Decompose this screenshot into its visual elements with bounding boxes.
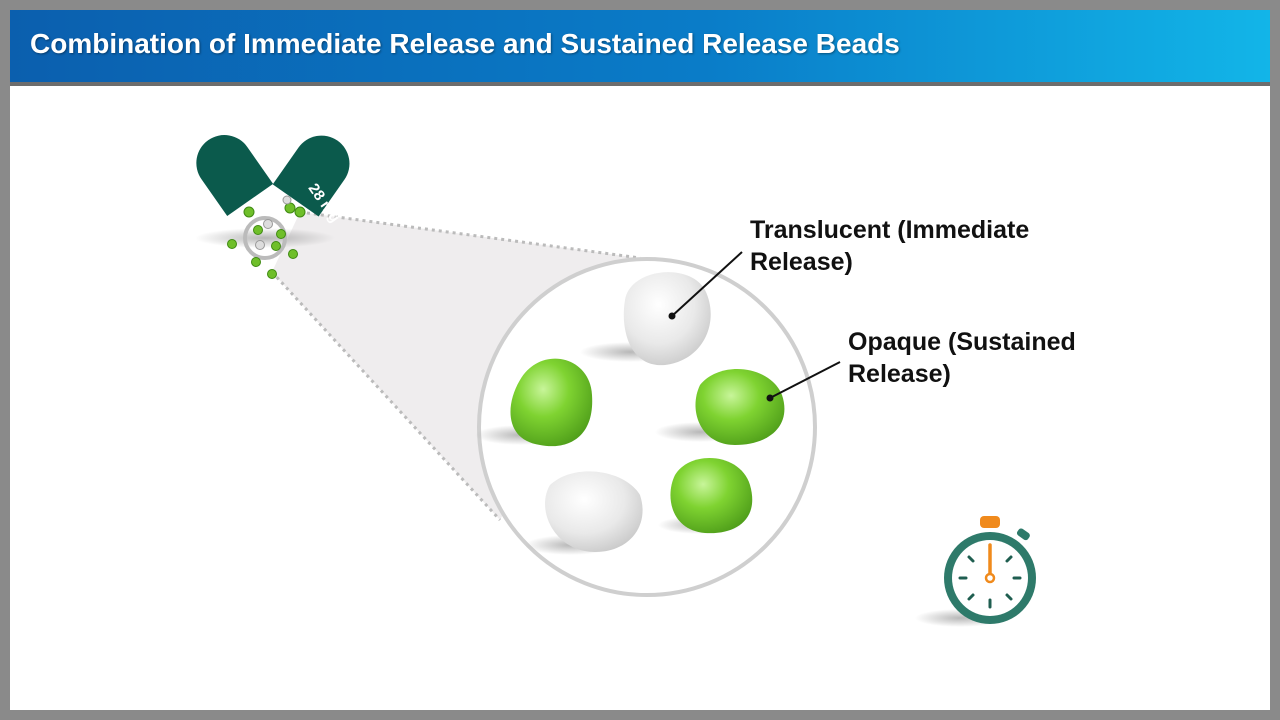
title-bar: Combination of Immediate Release and Sus… xyxy=(10,10,1270,86)
slide: Combination of Immediate Release and Sus… xyxy=(10,10,1270,710)
capsule-icon: 28 mg xyxy=(195,135,350,279)
slide-title: Combination of Immediate Release and Sus… xyxy=(30,28,900,59)
translucent-bead xyxy=(525,471,643,555)
opaque-label-line2: Release) xyxy=(848,360,951,388)
opaque-label: Opaque (Sustained Release) xyxy=(848,326,1076,390)
opaque-bead xyxy=(475,358,593,447)
translucent-label-line1: Translucent (Immediate xyxy=(750,216,1030,244)
translucent-bead xyxy=(580,272,711,366)
diagram-art: 28 mg xyxy=(195,135,1036,627)
opaque-bead xyxy=(655,368,785,445)
opaque-bead xyxy=(658,458,753,534)
translucent-label: Translucent (Immediate Release) xyxy=(750,214,1029,278)
stopwatch-icon xyxy=(915,516,1036,627)
opaque-label-line1: Opaque (Sustained xyxy=(848,328,1076,356)
translucent-label-line2: Release) xyxy=(750,248,853,276)
